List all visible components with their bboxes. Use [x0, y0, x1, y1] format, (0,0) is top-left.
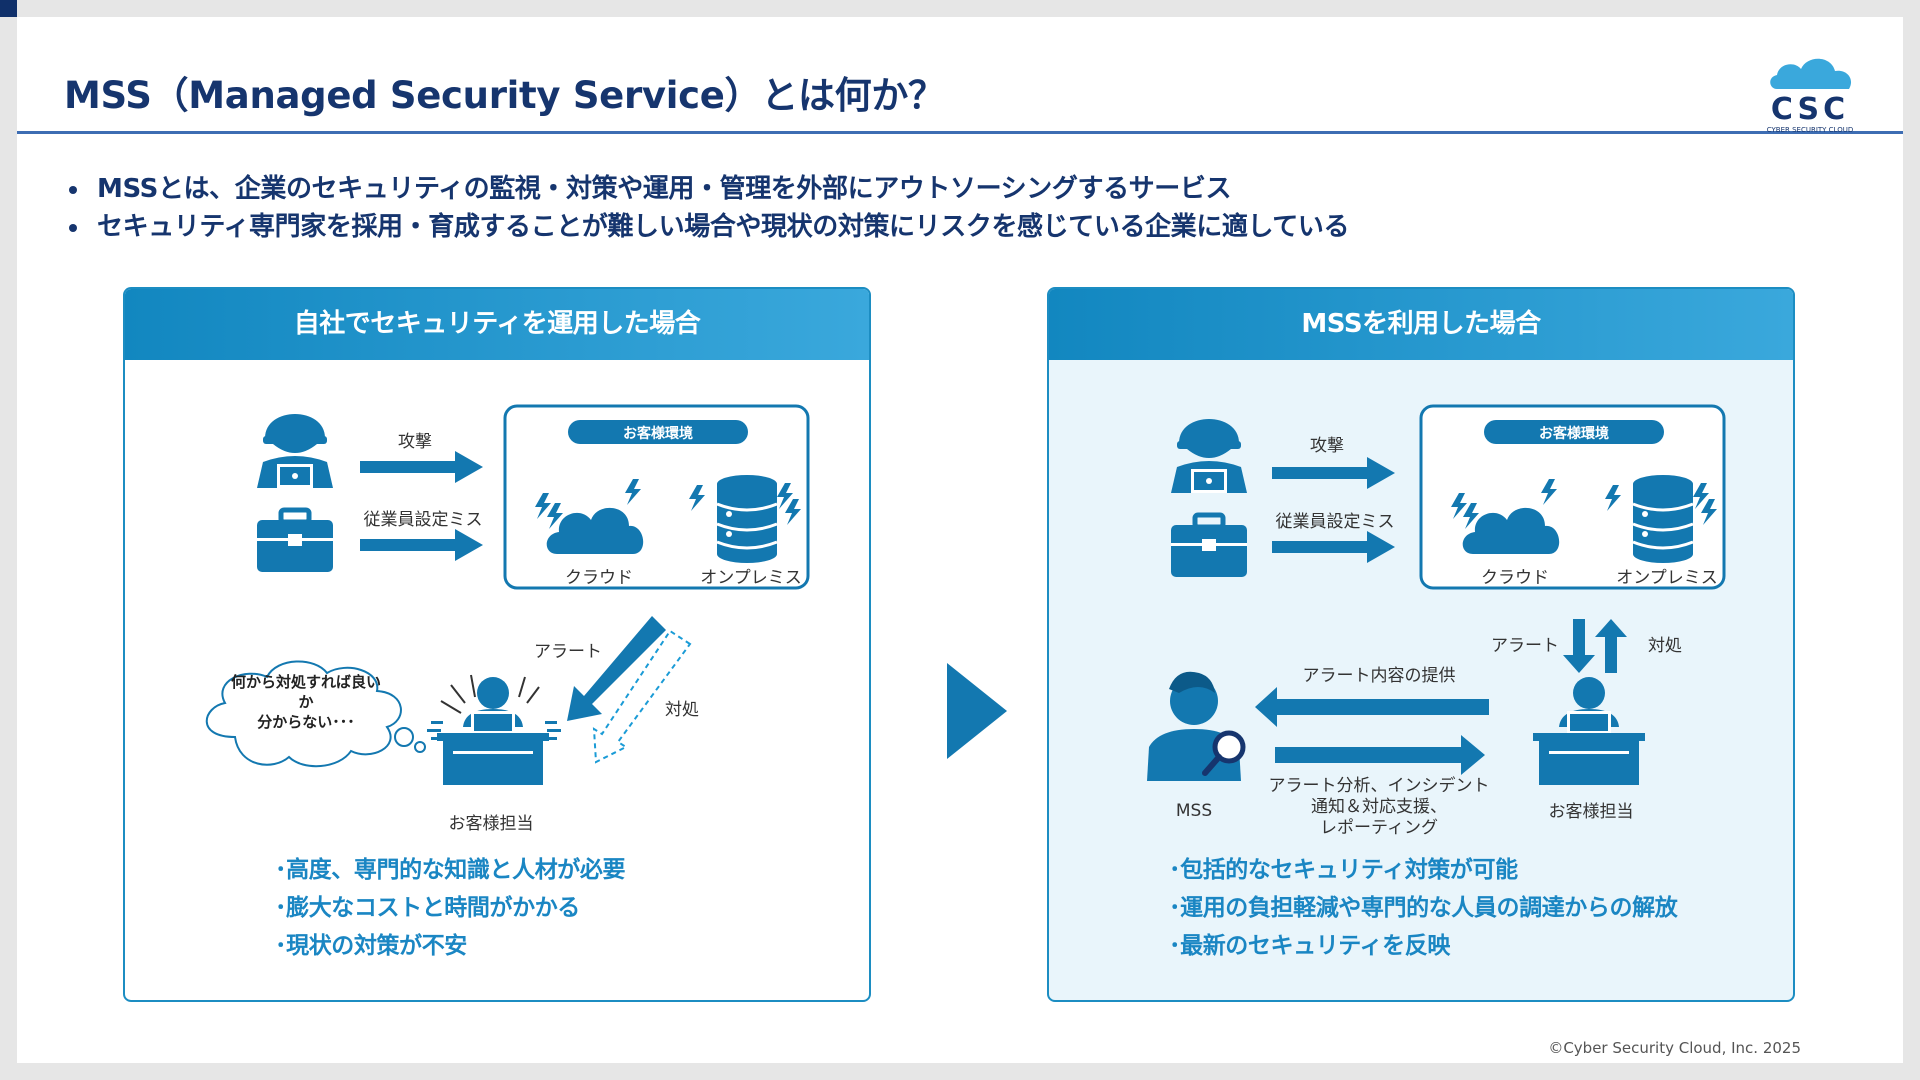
alert-label: アラート [534, 642, 602, 662]
analysis-label-line1: アラート分析、インシデント [1269, 775, 1490, 796]
misconfig-label: 従業員設定ミス [1276, 512, 1395, 532]
cloud-logo-icon [1770, 58, 1852, 89]
motion-line [545, 737, 557, 740]
thought-dot [414, 741, 426, 753]
analysis-label-line3: レポーティング [1320, 818, 1438, 838]
transition-arrow-icon [947, 663, 1007, 759]
alert-arrow-icon [567, 616, 666, 721]
thought-bubble [205, 660, 402, 768]
benefit-item: ･運用の負担軽減や専門的な人員の調達からの解放 [1169, 895, 1678, 921]
in-house-panel: 自社でセキュリティを運用した場合 [123, 287, 871, 1002]
alert-label: アラート [1491, 636, 1559, 656]
issue-item: ･高度、専門的な知識と人材が必要 [275, 857, 626, 883]
mss-diagram: 攻撃 従業員設定ミス お客様環境 クラウド オンプレミス アラート 対処 [1147, 404, 1726, 838]
bullet-item: セキュリティ専門家を採用・育成することが難しい場合や現状の対策にリスクを感じてい… [62, 208, 1349, 246]
magnifier-icon [1212, 730, 1246, 764]
environment-label: お客様環境 [623, 425, 693, 442]
database-icon [715, 473, 779, 565]
response-arrow-icon [592, 629, 692, 764]
provide-label: アラート内容の提供 [1303, 666, 1456, 686]
in-house-diagram: 攻撃 従業員設定ミス お客様環境 クラウド オンプレミス アラート 対処 [205, 404, 810, 834]
motion-line [431, 721, 443, 724]
mss-benefits: ･包括的なセキュリティ対策が可能 ･運用の負担軽減や専門的な人員の調達からの解放… [1169, 851, 1678, 965]
corner-accent [0, 0, 17, 17]
attack-arrow-icon [1272, 457, 1395, 489]
confused-staff-icon [437, 677, 549, 785]
response-label: 対処 [1648, 636, 1682, 656]
response-label: 対処 [665, 700, 699, 720]
attack-label: 攻撃 [398, 432, 432, 452]
motion-line [547, 729, 561, 732]
response-up-arrow-icon [1595, 619, 1627, 673]
logo-text: CSC [1771, 92, 1849, 127]
cloud-label: クラウド [1481, 568, 1549, 588]
benefit-item: ･最新のセキュリティを反映 [1169, 933, 1450, 959]
motion-line [427, 729, 441, 732]
staff-label: お客様担当 [449, 814, 534, 834]
briefcase-icon [257, 510, 333, 572]
thought-dot [394, 727, 414, 747]
copyright-notice: ©Cyber Security Cloud, Inc. 2025 [1548, 1039, 1801, 1057]
provide-arrow-icon [1255, 687, 1489, 727]
motion-line [545, 721, 557, 724]
issue-item: ･膨大なコストと時間がかかる [275, 895, 580, 921]
staff-icon [1533, 677, 1645, 785]
title-divider [17, 131, 1903, 134]
mss-label: MSS [1176, 801, 1212, 821]
briefcase-icon [1171, 515, 1247, 577]
mss-panel-header: MSSを利用した場合 [1049, 289, 1793, 360]
analysis-label-line2: 通知＆対応支援、 [1311, 797, 1447, 817]
environment-badge [1484, 420, 1664, 444]
stress-lines-icon [440, 674, 540, 714]
hacker-icon [257, 414, 333, 488]
bullet-item: MSSとは、企業のセキュリティの監視・対策や運用・管理を外部にアウトソーシングす… [62, 170, 1349, 208]
in-house-panel-header: 自社でセキュリティを運用した場合 [125, 289, 869, 360]
in-house-issues: ･高度、専門的な知識と人材が必要 ･膨大なコストと時間がかかる ･現状の対策が不… [275, 851, 626, 965]
logo-subtext: CYBER SECURITY CLOUD [1767, 126, 1854, 134]
thought-text-line3: 分からない･･･ [257, 713, 355, 731]
attack-label: 攻撃 [1310, 436, 1344, 456]
cloud-label: クラウド [565, 568, 633, 588]
database-icon [1631, 473, 1695, 565]
environment-label: お客様環境 [1539, 425, 1609, 442]
alert-down-arrow-icon [1563, 619, 1595, 673]
benefit-item: ･包括的なセキュリティ対策が可能 [1169, 857, 1518, 883]
misconfig-arrow-icon [1272, 531, 1395, 563]
misconfig-arrow-icon [360, 529, 483, 561]
motion-line [431, 737, 443, 740]
analysis-arrow-icon [1275, 735, 1485, 775]
environment-badge [568, 420, 748, 444]
attack-arrow-icon [360, 451, 483, 483]
thought-text-line2: か [298, 693, 313, 711]
misconfig-label: 従業員設定ミス [364, 510, 483, 530]
intro-bullets: MSSとは、企業のセキュリティの監視・対策や運用・管理を外部にアウトソーシングす… [62, 170, 1349, 246]
issue-item: ･現状の対策が不安 [275, 933, 467, 959]
csc-logo: CSC CYBER SECURITY CLOUD [1767, 58, 1854, 134]
onprem-label: オンプレミス [1616, 568, 1718, 588]
onprem-label: オンプレミス [700, 568, 802, 588]
slide: MSS（Managed Security Service）とは何か？ CSC C… [17, 17, 1903, 1063]
mss-panel: MSSを利用した場合 攻撃 従業員設定ミス お客様環境 クラウド オンプレミス [1047, 287, 1795, 1002]
thought-text-line1: 何から対処すれば良い [231, 673, 381, 691]
page-title: MSS（Managed Security Service）とは何か？ [64, 74, 945, 117]
staff-label: お客様担当 [1549, 802, 1634, 822]
hacker-icon [1171, 419, 1247, 493]
